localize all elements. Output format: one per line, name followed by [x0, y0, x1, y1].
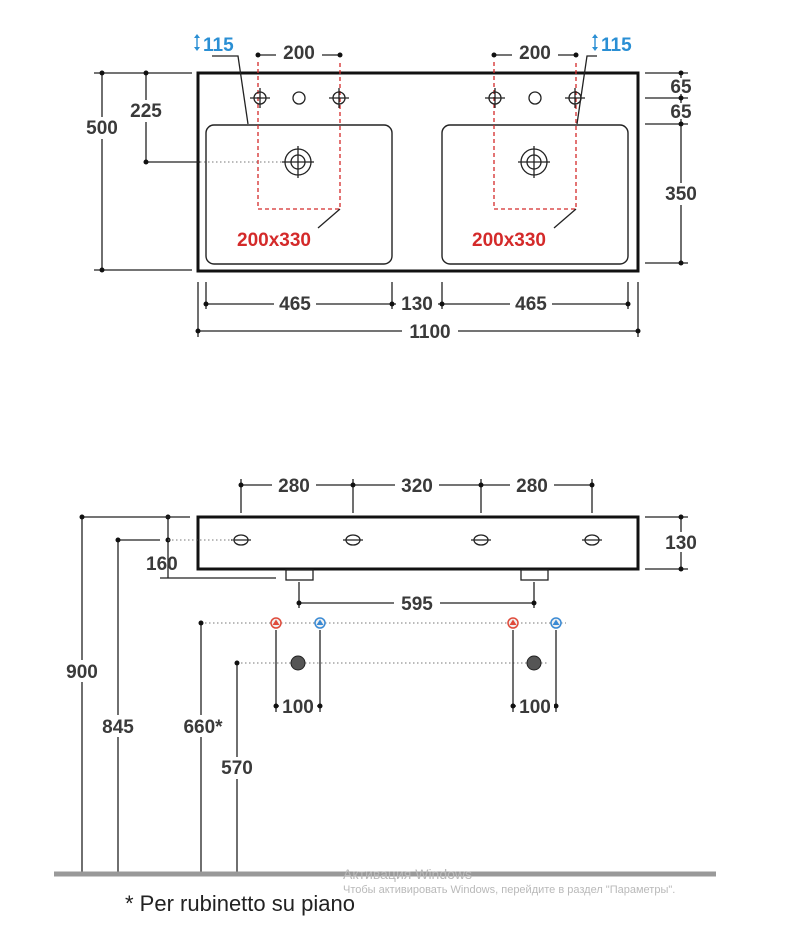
faucet-zone-left — [257, 62, 341, 210]
dim-basin-width-right: 465 — [515, 294, 547, 315]
drain-spigot-left — [285, 569, 314, 581]
dim-fixing-height: 845 — [102, 717, 134, 738]
fixing-holes — [231, 534, 602, 546]
watermark-title: Активация Windows — [343, 866, 473, 882]
tap-height-leader-right — [576, 55, 597, 125]
dim-gap-between-basins: 130 — [401, 294, 433, 315]
faucet-zone-right — [493, 62, 577, 210]
drain-outlet-left-icon — [290, 655, 306, 671]
basin-front-outline — [196, 515, 640, 571]
drain-right — [518, 146, 550, 178]
dim-tap-spacing-left: 200 — [283, 43, 315, 64]
dim-total-depth: 500 — [86, 118, 118, 139]
drain-left — [282, 146, 314, 178]
dim-tap-zone-depth-2: 65 — [670, 102, 692, 123]
faucet-zone-label-left: 200x330 — [237, 230, 311, 251]
dim-tap-zone-depth-1: 65 — [670, 77, 692, 98]
dim-supply-spacing-right: 100 — [519, 697, 551, 718]
hot-supply-left-icon — [270, 617, 282, 629]
watermark-text: Чтобы активировать Windows, перейдите в … — [343, 883, 676, 896]
dim-top-of-basin: 900 — [66, 662, 98, 683]
hot-supply-right-icon — [507, 617, 519, 629]
basin-right — [441, 124, 629, 265]
drain-outlet-right-icon — [526, 655, 542, 671]
footnote: * Per rubinetto su piano — [125, 891, 355, 916]
dim-fixing-spacing-1: 280 — [278, 476, 310, 497]
tap-holes-left — [250, 88, 349, 108]
dim-basin-depth: 350 — [665, 184, 697, 205]
drain-spigot-right — [520, 569, 549, 581]
dim-fixing-spacing-2: 320 — [401, 476, 433, 497]
dim-supply-spacing-left: 100 — [282, 697, 314, 718]
tap-height-left: 115 — [203, 35, 234, 56]
front-view: 280 320 280 130 160 595 — [54, 474, 716, 877]
dim-basin-width-left: 465 — [279, 294, 311, 315]
dim-drain-height: 570 — [221, 758, 253, 779]
dim-drain-spacing: 595 — [401, 594, 433, 615]
tap-holes-right — [485, 88, 585, 108]
dim-basin-height: 130 — [665, 533, 697, 554]
tap-height-arrow-left — [194, 34, 200, 51]
dim-fixing-from-top: 160 — [146, 554, 178, 575]
tap-height-arrow-right — [592, 34, 598, 51]
dim-fixing-spacing-3: 280 — [516, 476, 548, 497]
dim-tap-spacing-right: 200 — [519, 43, 551, 64]
windows-activation-watermark: Активация Windows Чтобы активировать Win… — [343, 866, 675, 897]
faucet-zone-leader-right — [553, 208, 577, 229]
dim-total-width: 1100 — [409, 322, 450, 343]
top-view: 115 115 200 200 500 225 — [80, 34, 704, 343]
faucet-zone-leader-left — [317, 208, 341, 229]
faucet-zone-label-right: 200x330 — [472, 230, 546, 251]
cold-supply-left-icon — [314, 617, 326, 629]
dim-supply-height: 660* — [183, 717, 223, 738]
tap-height-leader-left — [212, 55, 249, 125]
cold-supply-right-icon — [550, 617, 562, 629]
basin-left — [205, 124, 393, 265]
tap-height-right: 115 — [601, 35, 632, 56]
counter-outline — [196, 71, 640, 273]
dim-drain-from-back: 225 — [130, 101, 162, 122]
